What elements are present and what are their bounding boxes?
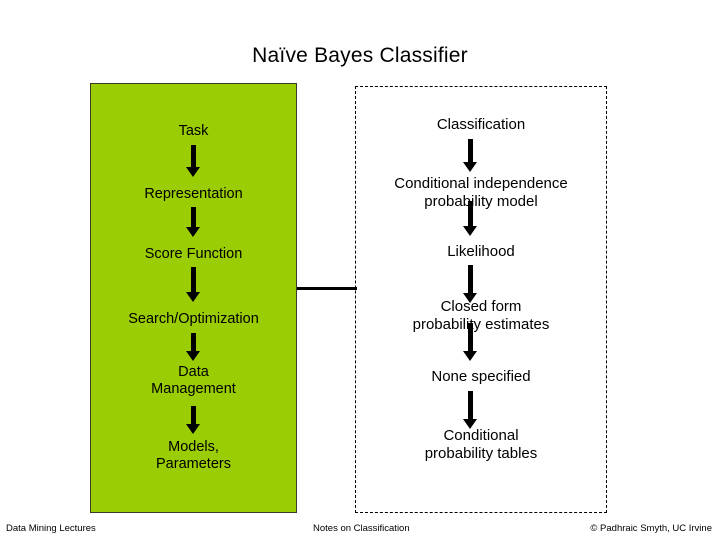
footer-topic: Notes on Classification [313,523,410,534]
arrow-down-icon [186,207,201,237]
arrow-down-icon [463,265,478,303]
slide-footer: Data Mining Lectures Notes on Classifica… [0,523,720,540]
node-search-optimization: Search/Optimization [128,311,259,327]
node-task: Task [178,123,209,139]
node-score-function: Score Function [144,246,243,262]
arrow-down-icon [186,406,201,434]
naive-bayes-instantiation-column: Classification Conditional independence … [355,83,607,513]
node-models-parameters: Models, Parameters [156,439,231,472]
arrow-down-icon [186,333,201,361]
node-closed-form-estimates: Closed form probability estimates [412,298,550,333]
naive-bayes-instantiation-box [355,86,607,513]
node-conditional-independence-model: Conditional independence probability mod… [394,175,568,210]
arrow-down-icon [186,267,201,302]
node-classification: Classification [436,116,526,133]
arrow-down-icon [463,323,478,361]
footer-lecture-series: Data Mining Lectures [6,523,96,534]
page-title: Naïve Bayes Classifier [252,44,468,67]
arrow-down-icon [463,201,478,236]
node-likelihood: Likelihood [447,243,515,260]
arrow-down-icon [463,391,478,429]
node-data-management: Data Management [151,364,236,397]
component-framework-column: Task Representation Score Function Searc… [90,83,297,513]
arrow-down-icon [186,145,201,177]
node-none-specified: None specified [431,368,531,385]
node-representation: Representation [144,186,243,202]
footer-copyright: © Padhraic Smyth, UC Irvine [590,523,712,534]
connector-line [297,287,357,290]
arrow-down-icon [463,139,478,172]
node-conditional-probability-tables: Conditional probability tables [424,427,538,462]
